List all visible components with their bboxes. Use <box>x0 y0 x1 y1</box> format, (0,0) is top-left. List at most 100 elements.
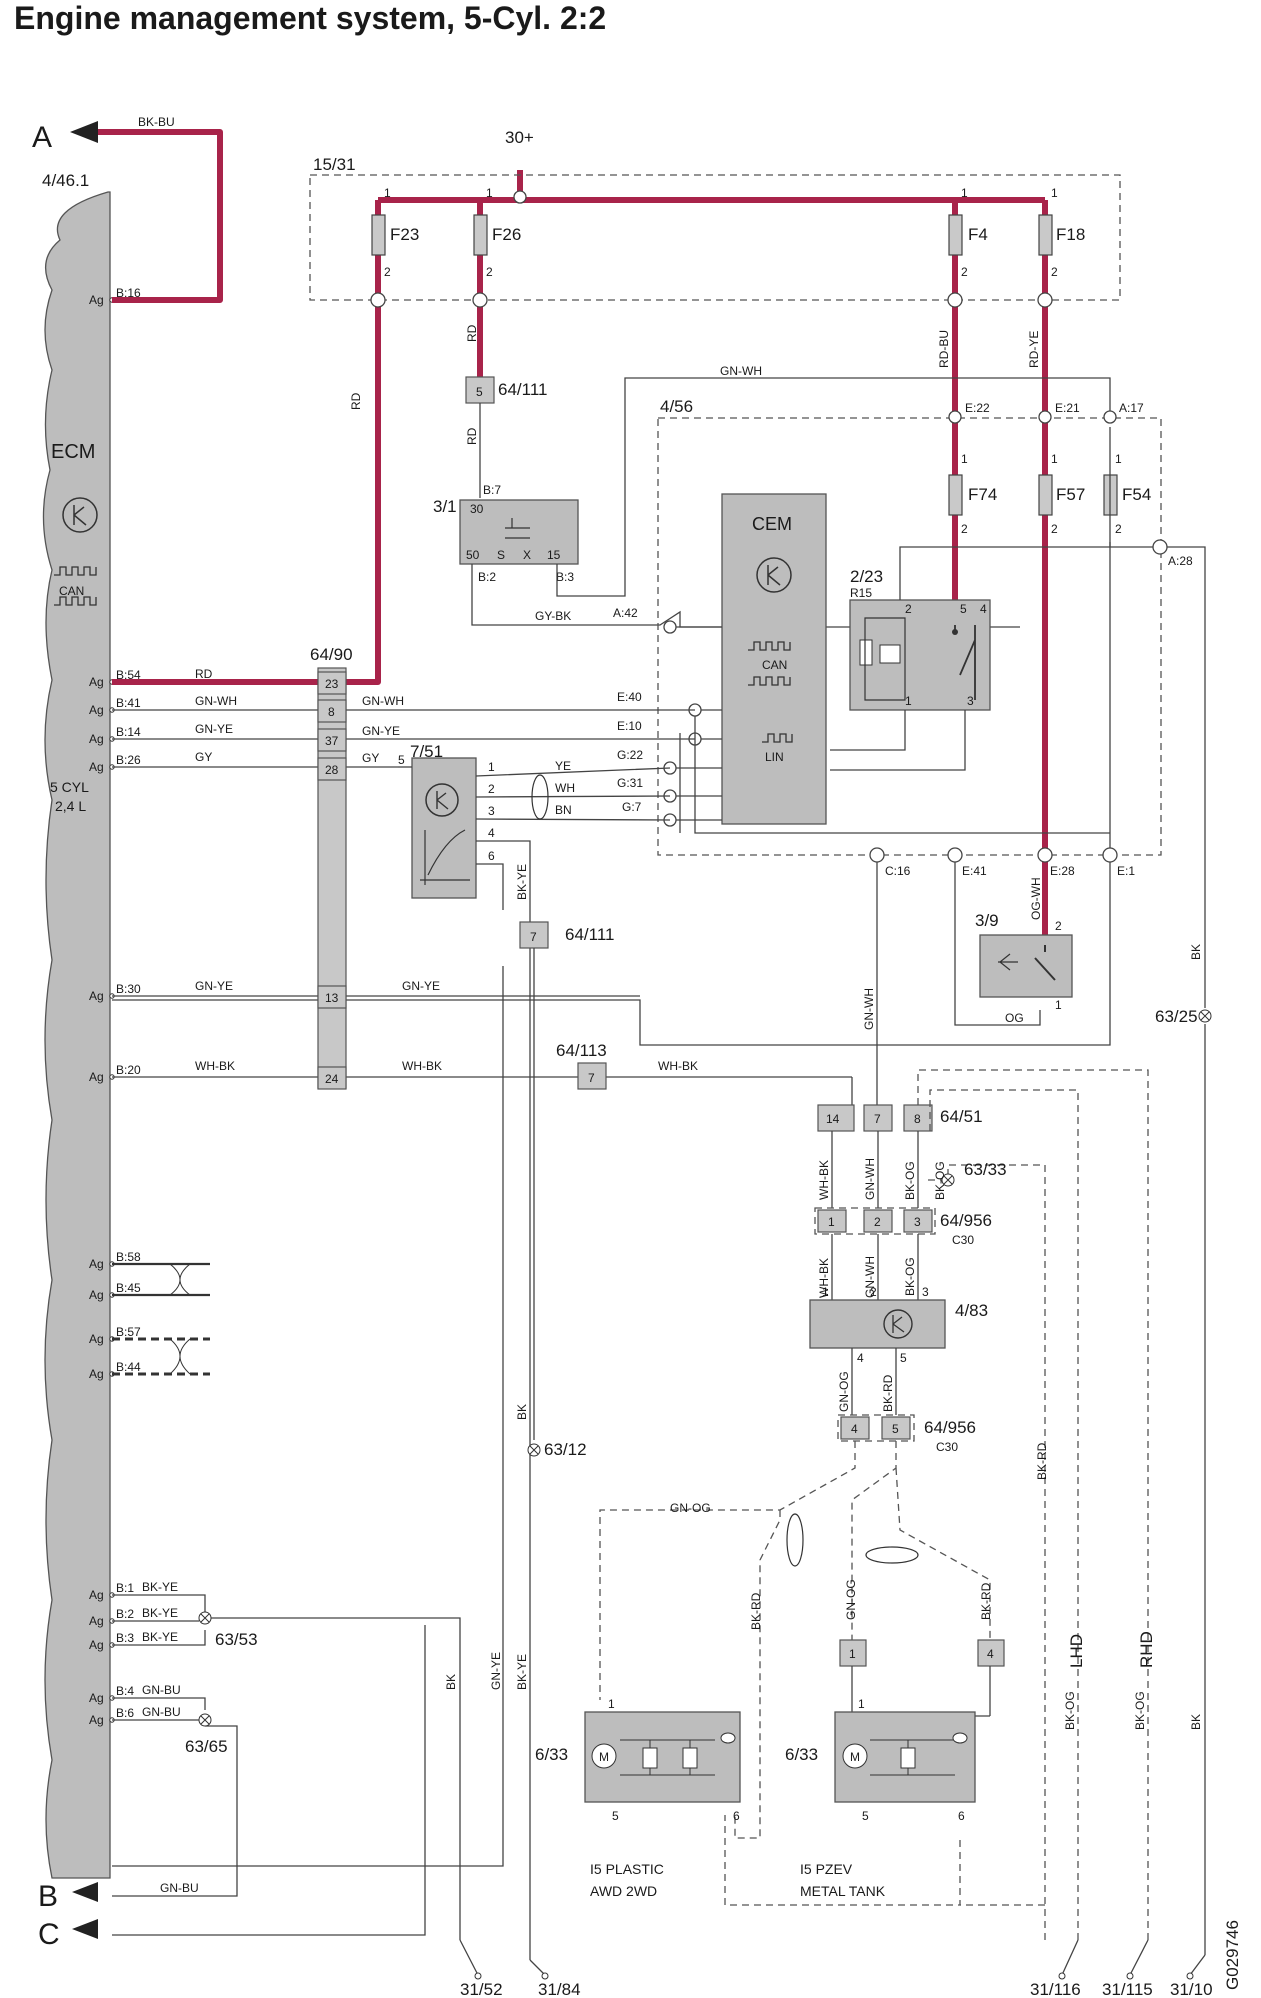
svg-text:31/115: 31/115 <box>1102 1980 1153 1998</box>
wire-color-label: GN-BU <box>142 1705 181 1719</box>
wire-color-label: WH-BK <box>817 1160 831 1200</box>
ecm-pin-prefix: Ag <box>89 732 104 746</box>
svg-text:1: 1 <box>608 1697 615 1711</box>
svg-text:24: 24 <box>325 1072 339 1086</box>
svg-text:50: 50 <box>466 548 480 562</box>
connector-64-51: 14 7 8 64/51 <box>817 1104 983 1132</box>
grounds: 31/52 31/84 31/116 31/115 31/10 <box>459 1939 1213 1998</box>
svg-text:31/52: 31/52 <box>460 1980 503 1998</box>
connector-64-111-upper: 5 64/111 <box>465 376 547 404</box>
splice-63-12: 63/12 <box>544 1440 587 1459</box>
ecm-pin-prefix: Ag <box>89 989 104 1003</box>
svg-text:C:16: C:16 <box>885 864 911 878</box>
svg-text:7: 7 <box>530 930 537 944</box>
ecm-pin-prefix: Ag <box>89 1288 104 1302</box>
svg-text:G:7: G:7 <box>622 800 642 814</box>
svg-text:5: 5 <box>900 1351 907 1365</box>
svg-text:A:17: A:17 <box>1119 401 1144 415</box>
ecm-pin-prefix: Ag <box>89 293 104 307</box>
svg-text:6: 6 <box>733 1809 740 1823</box>
svg-text:C30: C30 <box>952 1233 974 1247</box>
ecm-pin-prefix: Ag <box>89 1070 104 1084</box>
svg-text:3/9: 3/9 <box>975 911 999 930</box>
svg-text:6/33: 6/33 <box>785 1745 818 1764</box>
svg-text:23: 23 <box>325 677 339 691</box>
wire-color-label: BK-OG <box>1063 1691 1077 1730</box>
svg-text:2: 2 <box>1051 522 1058 536</box>
connector-64-956-upper: 1 2 3 64/956 C30 <box>814 1207 992 1247</box>
wire-color-label: GY <box>195 750 212 764</box>
connector-64-90: 64/90 23 8 37 28 13 24 <box>310 645 353 1090</box>
sensor-7-51: 7/51 <box>410 742 477 899</box>
ecm-pin-label: B:58 <box>116 1250 141 1264</box>
svg-text:1: 1 <box>905 694 912 708</box>
wire-color-label: WH-BK <box>817 1258 831 1298</box>
svg-text:1: 1 <box>849 1647 856 1661</box>
svg-text:5: 5 <box>612 1809 619 1823</box>
svg-text:64/111: 64/111 <box>565 925 614 944</box>
svg-text:2: 2 <box>874 1215 881 1229</box>
splice-63-53: 63/53 <box>215 1630 258 1649</box>
twisted-pairs <box>112 1262 210 1376</box>
svg-text:6: 6 <box>958 1809 965 1823</box>
wire-color-label: GN-BU <box>142 1683 181 1697</box>
wire-color-label: BK-YE <box>142 1580 178 1594</box>
ecm-pin-label: B:44 <box>116 1360 141 1374</box>
svg-text:F54: F54 <box>1122 485 1151 504</box>
wire-color-label: RD <box>465 324 479 342</box>
wire-color-label: OG <box>1005 1011 1024 1025</box>
svg-text:6: 6 <box>488 849 495 863</box>
svg-text:4: 4 <box>987 1647 994 1661</box>
ecm-pin-label: B:2 <box>116 1607 134 1621</box>
svg-text:A:28: A:28 <box>1168 554 1193 568</box>
svg-text:5: 5 <box>892 1422 899 1436</box>
fuse-f74: F74 <box>948 474 997 516</box>
cem-ref: 4/56 <box>660 397 693 416</box>
svg-text:28: 28 <box>325 763 339 777</box>
figure-id: G029746 <box>1223 1920 1242 1990</box>
ecm-pin-label: B:41 <box>116 696 141 710</box>
wire-color-label: GN-WH <box>720 364 762 378</box>
wire-color-label: BK-RD <box>881 1374 895 1412</box>
ecm-pin-prefix: Ag <box>89 1638 104 1652</box>
ecm-pin-label: B:30 <box>116 982 141 996</box>
svg-text:C: C <box>38 1918 60 1951</box>
supply-label: 30+ <box>505 128 534 147</box>
svg-text:64/90: 64/90 <box>310 645 353 664</box>
svg-text:6/33: 6/33 <box>535 1745 568 1764</box>
svg-text:METAL TANK: METAL TANK <box>800 1883 886 1899</box>
svg-text:3/1: 3/1 <box>433 497 457 516</box>
svg-text:64/111: 64/111 <box>498 380 547 399</box>
wire-color-label: BK-YE <box>142 1606 178 1620</box>
switch-3-9: 3/9 21 <box>975 911 1073 1012</box>
svg-text:64/51: 64/51 <box>940 1107 983 1126</box>
wire-color-label: GY-BK <box>535 609 571 623</box>
svg-text:1: 1 <box>1051 452 1058 466</box>
ecm-pin-label: B:57 <box>116 1325 141 1339</box>
svg-text:2: 2 <box>1055 919 1062 933</box>
transistor-icon <box>62 497 98 533</box>
fuse-f23: F23 <box>371 214 419 256</box>
can-wave-icon <box>54 566 97 606</box>
wire-color-label: BK <box>1189 1714 1203 1730</box>
svg-text:64/956: 64/956 <box>940 1211 992 1230</box>
wire-color-label: BK-OG <box>903 1257 917 1296</box>
wire-color-label: GN-WH <box>362 694 404 708</box>
wire-color-label: BK-RD <box>749 1592 763 1630</box>
svg-text:X: X <box>523 548 531 562</box>
svg-text:5: 5 <box>398 753 405 767</box>
svg-text:M: M <box>850 1750 860 1764</box>
svg-text:E:41: E:41 <box>962 864 987 878</box>
svg-text:1: 1 <box>488 760 495 774</box>
svg-text:F18: F18 <box>1056 225 1085 244</box>
svg-text:1: 1 <box>961 452 968 466</box>
ecm-can-label: CAN <box>59 584 84 598</box>
ecm-pin-label: B:6 <box>116 1706 134 1720</box>
svg-text:S: S <box>497 548 505 562</box>
wire-color-label: BK-RD <box>1035 1442 1049 1480</box>
svg-text:CEM: CEM <box>752 514 792 534</box>
